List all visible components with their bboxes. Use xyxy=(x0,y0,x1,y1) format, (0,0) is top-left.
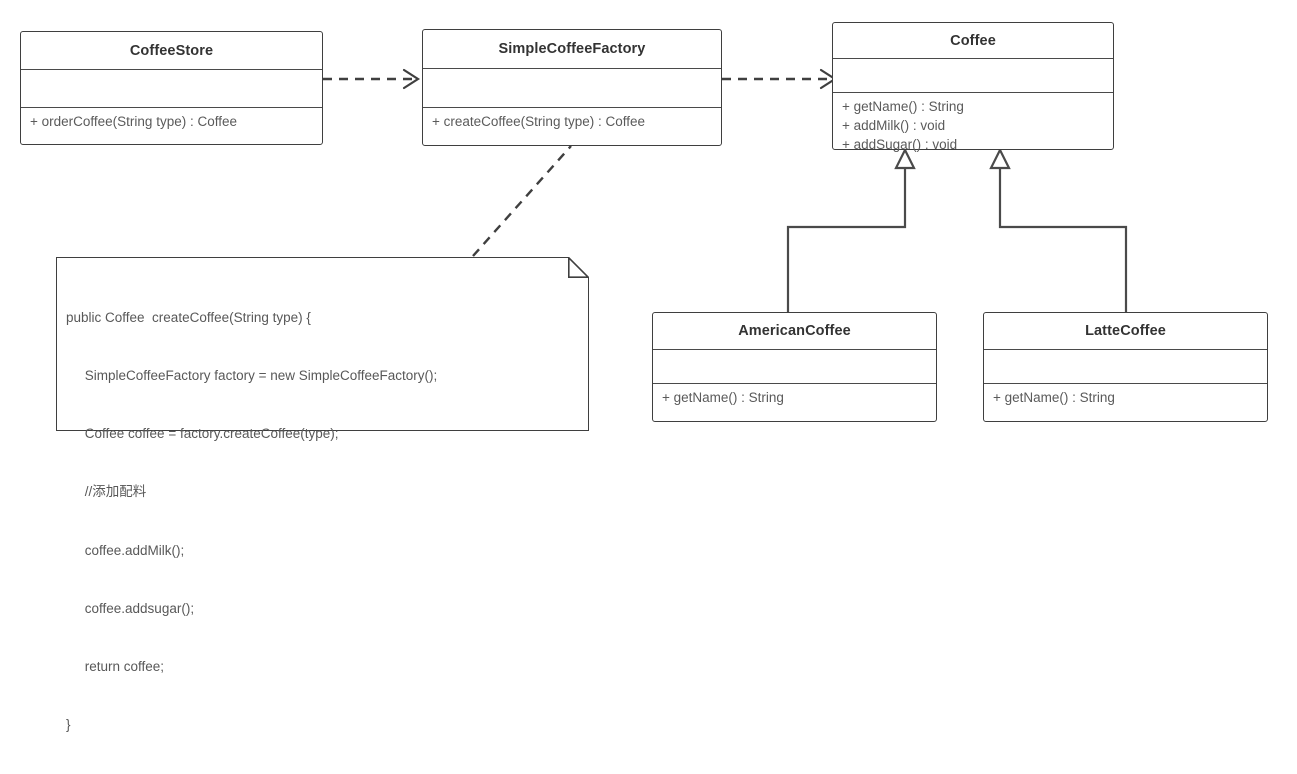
code-line: coffee.addMilk(); xyxy=(66,542,185,558)
class-name-coffee: Coffee xyxy=(833,23,1113,59)
class-box-american-coffee[interactable]: AmericanCoffee + getName() : String xyxy=(652,312,937,422)
generalization-lattecoffee-to-coffee[interactable] xyxy=(989,147,1128,312)
operation-item: + orderCoffee(String type) : Coffee xyxy=(30,114,237,129)
class-operations-american-coffee: + getName() : String xyxy=(653,384,936,420)
dependency-simplecoffeefactory-to-coffee[interactable] xyxy=(722,68,838,90)
class-operations-coffee: + getName() : String + addMilk() : void … xyxy=(833,93,1113,152)
class-box-coffee[interactable]: Coffee + getName() : String + addMilk() … xyxy=(832,22,1114,152)
note-fold-corner-icon xyxy=(568,257,589,278)
code-line: Coffee coffee = factory.createCoffee(typ… xyxy=(66,426,339,442)
class-box-simple-coffee-factory[interactable]: SimpleCoffeeFactory + createCoffee(Strin… xyxy=(422,29,722,146)
class-name-american-coffee: AmericanCoffee xyxy=(653,313,936,350)
class-name-coffee-store: CoffeeStore xyxy=(21,32,322,70)
class-attributes-coffee-store xyxy=(21,70,322,108)
code-line: public Coffee createCoffee(String type) … xyxy=(66,309,311,325)
generalization-line xyxy=(786,166,907,312)
class-attributes-simple-coffee-factory xyxy=(423,69,721,108)
code-line: coffee.addsugar(); xyxy=(66,600,195,616)
connector-layer xyxy=(323,68,1128,312)
code-line: SimpleCoffeeFactory factory = new Simple… xyxy=(66,368,438,384)
open-arrow-head-icon xyxy=(402,68,421,90)
dependency-coffeestore-to-simplecoffeefactory[interactable] xyxy=(323,68,421,90)
class-attributes-american-coffee xyxy=(653,350,936,384)
class-attributes-coffee xyxy=(833,59,1113,93)
class-operations-coffee-store: + orderCoffee(String type) : Coffee xyxy=(21,108,322,143)
operation-item: + addMilk() : void xyxy=(842,118,946,133)
note-link-line xyxy=(472,145,572,257)
class-name-latte-coffee: LatteCoffee xyxy=(984,313,1267,350)
note-code-block: public Coffee createCoffee(String type) … xyxy=(56,257,589,774)
class-box-coffee-store[interactable]: CoffeeStore + orderCoffee(String type) :… xyxy=(20,31,323,145)
note-link-to-simplecoffeefactory[interactable] xyxy=(472,145,572,257)
class-operations-latte-coffee: + getName() : String xyxy=(984,384,1267,420)
operation-item: + getName() : String xyxy=(993,390,1115,405)
class-name-simple-coffee-factory: SimpleCoffeeFactory xyxy=(423,30,721,69)
operation-item: + createCoffee(String type) : Coffee xyxy=(432,114,645,129)
code-line: return coffee; xyxy=(66,659,165,675)
generalization-americancoffee-to-coffee[interactable] xyxy=(786,147,916,312)
note-body xyxy=(56,257,589,431)
generalization-line xyxy=(998,166,1128,312)
code-line: //添加配料 xyxy=(66,484,147,500)
class-attributes-latte-coffee xyxy=(984,350,1267,384)
code-line: } xyxy=(66,717,71,733)
class-operations-simple-coffee-factory: + createCoffee(String type) : Coffee xyxy=(423,108,721,144)
uml-class-diagram: CoffeeStore + orderCoffee(String type) :… xyxy=(20,22,1268,732)
hollow-triangle-icon xyxy=(894,147,916,170)
operation-item: + addSugar() : void xyxy=(842,137,958,152)
note-box-create-coffee[interactable]: public Coffee createCoffee(String type) … xyxy=(56,257,589,732)
hollow-triangle-icon xyxy=(989,147,1011,170)
operation-item: + getName() : String xyxy=(842,99,964,114)
class-box-latte-coffee[interactable]: LatteCoffee + getName() : String xyxy=(983,312,1268,422)
operation-item: + getName() : String xyxy=(662,390,784,405)
